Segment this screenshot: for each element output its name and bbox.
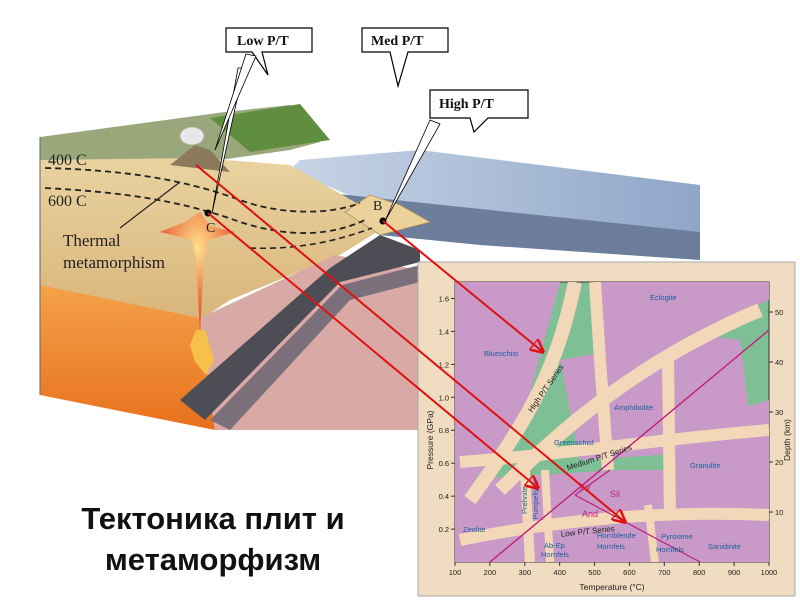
volcanic-cloud	[179, 126, 205, 146]
y-left-tick-label: 0.4	[439, 492, 449, 501]
callout-high	[384, 89, 529, 222]
y-left-tick-label: 1.0	[439, 393, 449, 402]
ocean-top	[290, 150, 700, 235]
magma-chamber	[160, 212, 235, 330]
band-vertical-2	[662, 354, 676, 521]
y-left-tick-label: 1.4	[439, 327, 449, 336]
y-axis-left-ticks: 0.2 0.4 0.6 0.8 1.0 1.2 1.4 1.6	[439, 294, 455, 534]
slide-title-line1: Тектоника плит и	[81, 501, 345, 536]
x-tick-label: 400	[553, 568, 566, 577]
x-tick-label: 800	[693, 568, 706, 577]
isotherm-deep	[249, 227, 373, 250]
facies-pyroxene-2: Hornfels	[656, 545, 684, 554]
arrow-high	[382, 220, 543, 352]
callout-low	[211, 27, 313, 214]
facies-amphibolite: Amphibolite	[614, 403, 653, 412]
x-tick-label: 700	[658, 568, 671, 577]
mineral-ky: Ky	[580, 482, 591, 492]
y-left-tick-label: 1.2	[439, 360, 449, 369]
callout-low-text: Low P/T	[237, 34, 289, 49]
y-axis-left-label: Pressure (GPa)	[425, 410, 435, 469]
block-diagram: 400 C 600 C Thermal metamorphism B C	[39, 104, 700, 430]
y-left-tick-label: 0.6	[439, 459, 449, 468]
arrow-low-top	[195, 164, 625, 522]
x-axis-label: Temperature (°C)	[579, 582, 644, 592]
thermal-label-line2: metamorphism	[63, 253, 165, 272]
band-vertical-1	[589, 282, 614, 471]
subducting-slab	[180, 235, 420, 420]
facies-granulite: Granulite	[690, 461, 720, 470]
x-tick-label: 500	[588, 568, 601, 577]
facies-zeolite: Zeolite	[463, 525, 486, 534]
facies-abep-2: Hornfels	[541, 550, 569, 559]
point-b-label: B	[373, 199, 382, 214]
isotherm-600	[44, 187, 366, 234]
y-right-tick-label: 20	[775, 458, 783, 467]
x-tick-label: 1000	[761, 568, 778, 577]
slide-title-line2: метаморфизм	[104, 542, 322, 577]
green-field	[210, 104, 330, 152]
facies-prehnite: Prehnite	[520, 486, 529, 514]
facies-hornblende-2: Hornfels	[597, 542, 625, 551]
x-tick-label: 200	[484, 568, 497, 577]
band-vertical-3	[520, 469, 535, 562]
callout-med	[361, 27, 449, 89]
mineral-sil: Sil	[610, 489, 620, 499]
callout-high-text: High P/T	[439, 97, 495, 112]
isotherm-600-label: 600 C	[48, 193, 87, 210]
facies-sanidinite: Sanidinite	[708, 542, 741, 551]
thermal-pointer	[119, 181, 181, 229]
aluminosilicate-line-2	[574, 494, 701, 562]
arrow-low-bottom	[207, 212, 538, 488]
band-vertical-5	[644, 504, 659, 562]
x-axis-ticks: 100 200 300 400 500 600 700 800 900 1000	[449, 562, 778, 577]
y-right-tick-label: 50	[775, 308, 783, 317]
isotherm-400	[44, 167, 361, 213]
facies-hornblende-1: Hornblende	[597, 531, 636, 540]
facies-abep-1: Ab-Ep	[544, 541, 565, 550]
mineral-and: And	[582, 509, 598, 519]
callout-med-text: Med P/T	[371, 34, 424, 49]
y-left-tick-label: 0.8	[439, 426, 449, 435]
x-tick-label: 900	[728, 568, 741, 577]
mantle-face	[40, 285, 215, 430]
blueschist-region	[455, 282, 560, 500]
x-tick-label: 300	[519, 568, 532, 577]
eclogite-region	[600, 282, 769, 360]
magma-plume	[190, 330, 214, 375]
point-c-label: C	[206, 221, 215, 236]
y-axis-right-ticks: 10 20 30 40 50	[769, 308, 783, 517]
y-right-tick-label: 30	[775, 408, 783, 417]
x-tick-label: 600	[623, 568, 636, 577]
facies-pyroxene-1: Pyroxene	[661, 532, 693, 541]
band-vertical-4	[541, 469, 554, 562]
y-right-tick-label: 10	[775, 508, 783, 517]
facies-blueschist: Blueschist	[484, 349, 519, 358]
aluminosilicate-line-3	[574, 469, 611, 496]
y-right-tick-label: 40	[775, 358, 783, 367]
facies-eclogite: Eclogite	[650, 293, 677, 302]
volcano	[170, 145, 230, 172]
facies-greenschist: Greenschist	[554, 438, 595, 447]
y-left-tick-label: 1.6	[439, 294, 449, 303]
thermal-label-line1: Thermal	[63, 231, 121, 250]
y-axis-right-label: Depth (km)	[782, 419, 792, 461]
slab-layer	[210, 265, 420, 430]
red-arrows	[195, 164, 625, 522]
x-tick-label: 100	[449, 568, 462, 577]
band-high-series	[464, 282, 582, 505]
slide-title: Тектоника плит и метаморфизм	[18, 498, 408, 580]
isotherm-400-label: 400 C	[48, 152, 87, 169]
aluminosilicate-line	[489, 329, 769, 562]
y-left-tick-label: 0.2	[439, 525, 449, 534]
facies-pumpellyite: Pumpellyite	[531, 481, 540, 520]
